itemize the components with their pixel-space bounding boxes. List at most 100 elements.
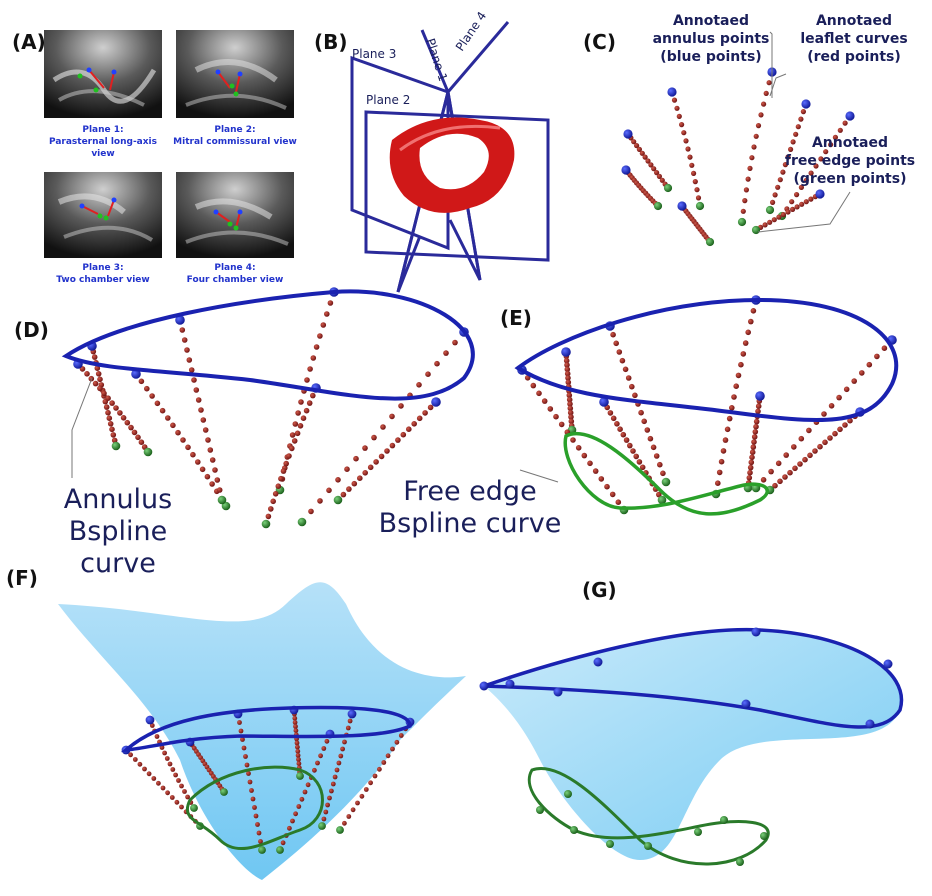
free-edge-point — [663, 183, 673, 193]
leaflet-point — [165, 415, 171, 421]
leaflet-point — [794, 192, 800, 198]
leaflet-point — [679, 122, 685, 128]
leaflet-point — [185, 794, 191, 800]
leaflet-point — [817, 443, 823, 450]
leaflet-point — [390, 746, 395, 752]
annotated-curves-e — [517, 295, 897, 515]
leaflet-point — [323, 809, 329, 815]
annulus-point — [505, 679, 515, 689]
leaflet-point — [191, 377, 197, 383]
echo-image-plane-4 — [176, 172, 294, 258]
leaflet-point — [137, 761, 143, 767]
leaflet-point — [84, 371, 90, 377]
free-edge-point — [297, 517, 307, 527]
free-edge-curve-label: Free edge Bspline curve — [372, 476, 568, 540]
annotation-leaflet-line-2: leaflet curves — [800, 31, 908, 47]
leaflet-point — [176, 778, 181, 783]
free-edge-point — [705, 237, 715, 247]
leaflet-point — [347, 718, 353, 724]
leaflet-point — [246, 771, 251, 776]
leaflet-point — [381, 760, 387, 765]
leaflet-point — [564, 366, 571, 373]
leaflet-point — [149, 393, 155, 399]
annulus-callout-line — [71, 377, 93, 478]
leaflet-point — [718, 458, 725, 465]
echo-caption-plane-3: Plane 3: Two chamber view — [36, 262, 170, 286]
leaflet-point — [295, 753, 301, 758]
leaflet-point — [247, 779, 253, 785]
leaflet-point — [755, 408, 761, 415]
leaflet-point — [617, 426, 623, 433]
leaflet-point — [674, 105, 680, 111]
leaflet-point — [782, 474, 788, 480]
leaflet-point — [620, 431, 627, 438]
leaflet-point — [146, 771, 152, 777]
leaflet-point — [452, 339, 458, 346]
annotation-leaflet-line-1: Annotaed — [815, 13, 893, 29]
leaflet-point — [97, 385, 103, 392]
leaflet-point — [400, 431, 407, 438]
leaflet-point — [243, 754, 248, 759]
leaflet-point — [627, 442, 633, 449]
leaflet-point — [302, 789, 308, 795]
free-edge-curve-label-line-2: Bspline curve — [378, 508, 562, 539]
leaflet-point — [106, 415, 113, 422]
leaflet-point — [851, 378, 857, 384]
leaflet-point — [209, 481, 215, 487]
annotation-free-edge-points: Annotaed free edge points (green points) — [772, 134, 928, 188]
leaflet-point — [570, 437, 576, 443]
leaflet-point — [749, 155, 755, 161]
leaflet-point — [633, 453, 639, 460]
leaflet-point — [240, 737, 245, 742]
leaflet-point — [202, 427, 209, 433]
leaflet-point — [832, 134, 839, 140]
leaflet-point — [138, 439, 145, 446]
leaflet-point — [427, 404, 434, 411]
annotation-annulus-line-2: annulus points — [652, 31, 770, 47]
leaflet-point — [753, 418, 760, 425]
leaflet-point — [351, 480, 358, 487]
leaflet-point — [193, 387, 200, 393]
echo-caption-plane-1: Plane 1: Parasternal long-axis view — [36, 124, 170, 160]
echo-caption-plane-1-view: Parasternal long-axis view — [48, 137, 157, 159]
leaflet-point — [128, 752, 134, 758]
annulus-point — [145, 715, 155, 725]
leaflet-point — [406, 426, 412, 433]
annulus-point — [865, 719, 875, 729]
leaflet-point — [740, 351, 747, 357]
leaflet-point — [327, 795, 332, 801]
leaflet-point — [567, 401, 573, 407]
leaflet-point — [362, 470, 369, 476]
leaflet-point — [151, 776, 157, 781]
valve-3d-model — [389, 117, 515, 213]
leaflet-point — [315, 760, 320, 766]
free-edge-point — [644, 842, 652, 850]
leaflet-point — [787, 469, 793, 476]
leaflet-point — [777, 177, 783, 183]
leaflet-point — [798, 116, 804, 122]
leaflet-point — [788, 146, 794, 152]
leaflet-point — [389, 442, 396, 449]
leaflet-point — [881, 345, 888, 352]
leaflet-point — [685, 146, 691, 152]
leaflet-point — [843, 386, 850, 393]
leaflet-point — [298, 399, 304, 405]
leaflet-point — [632, 392, 638, 399]
free-edge-point — [564, 790, 572, 798]
leaflet-point — [793, 131, 799, 137]
free-edge-point — [606, 840, 614, 848]
leaflet-point — [803, 199, 809, 205]
leaflet-point — [255, 822, 260, 827]
leaflet-point — [344, 466, 350, 473]
leaflet-point — [587, 460, 593, 467]
leaflet-point — [434, 360, 440, 367]
leaflet-point — [292, 720, 298, 725]
leaflet-point — [671, 97, 678, 103]
leaflet-point — [326, 487, 332, 494]
leaflet-point — [720, 448, 727, 454]
leaflet-surface-f — [58, 582, 466, 880]
leaflet-point — [294, 740, 300, 746]
leaflet-point — [109, 426, 115, 433]
leaflet-point — [798, 184, 805, 190]
leaflet-point — [389, 413, 395, 420]
